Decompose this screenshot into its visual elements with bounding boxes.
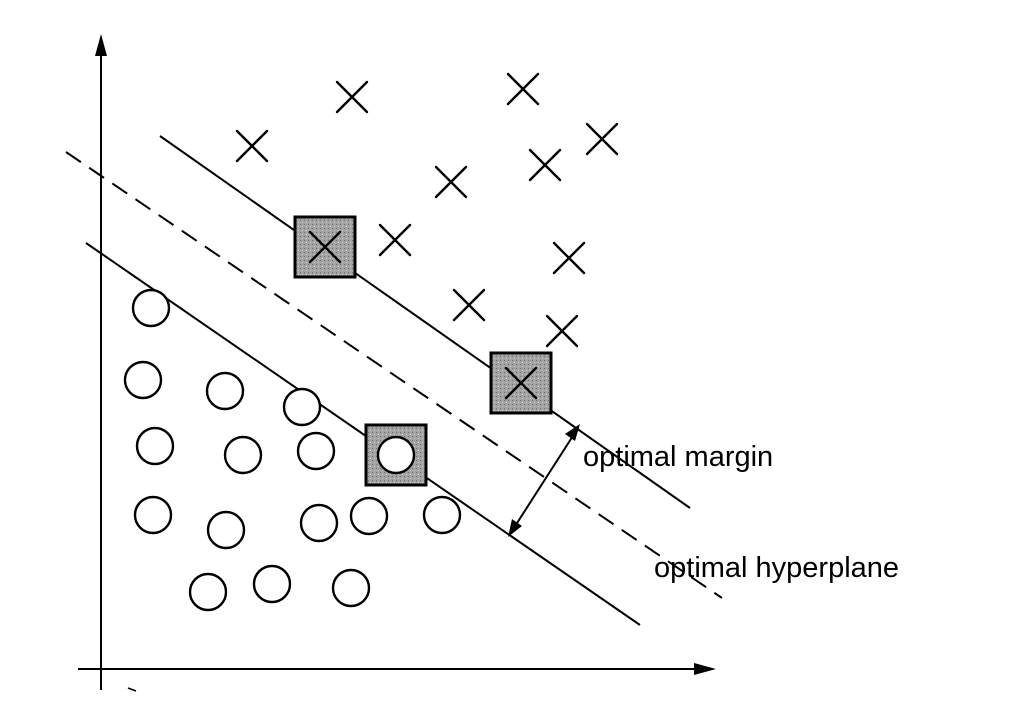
cross-point (506, 72, 540, 106)
axes (78, 34, 716, 692)
circle-point (223, 435, 263, 475)
cross-point (335, 80, 369, 114)
circle-point (252, 564, 292, 604)
margin-arrowhead-bottom (508, 519, 522, 537)
circle-point (133, 495, 173, 535)
cross-point (235, 129, 269, 163)
optimal-hyperplane-label: optimal hyperplane (654, 552, 899, 584)
x-axis-arrowhead (694, 663, 716, 675)
circle-point (331, 568, 371, 608)
positive-class-points (235, 72, 619, 400)
negative-class-points (123, 288, 462, 612)
axis-tick-mark (127, 687, 137, 692)
circle-point (188, 572, 228, 612)
circle-point (131, 288, 171, 328)
optimal-hyperplane-line (65, 151, 723, 599)
circle-point (422, 495, 462, 535)
support-vectors (293, 215, 553, 487)
circle-point (206, 510, 246, 550)
lower-margin-line (85, 242, 641, 626)
circle-point (123, 360, 163, 400)
cross-point (434, 165, 468, 199)
separating-lines (65, 135, 723, 626)
cross-point (528, 148, 562, 182)
support-vector-square (489, 351, 553, 415)
cross-point-support (308, 230, 342, 264)
cross-point (452, 288, 486, 322)
upper-margin-line (159, 135, 691, 509)
circle-point (135, 426, 175, 466)
circle-point (349, 496, 389, 536)
cross-point (552, 241, 586, 275)
circle-point (282, 387, 322, 427)
cross-point (545, 314, 579, 348)
optimal-margin-label: optimal margin (583, 441, 773, 473)
margin-arrow (508, 424, 580, 537)
circle-point (296, 431, 336, 471)
cross-point (378, 223, 412, 257)
y-axis-arrowhead (95, 34, 107, 56)
cross-point-support (504, 366, 538, 400)
margin-arrow-shaft (509, 427, 579, 535)
margin-arrowhead-top (565, 424, 580, 441)
cross-point (585, 122, 619, 156)
circle-point (299, 503, 339, 543)
annotations: optimal margin optimal hyperplane (583, 441, 899, 584)
circle-point (205, 371, 245, 411)
circle-point-support (376, 435, 416, 475)
